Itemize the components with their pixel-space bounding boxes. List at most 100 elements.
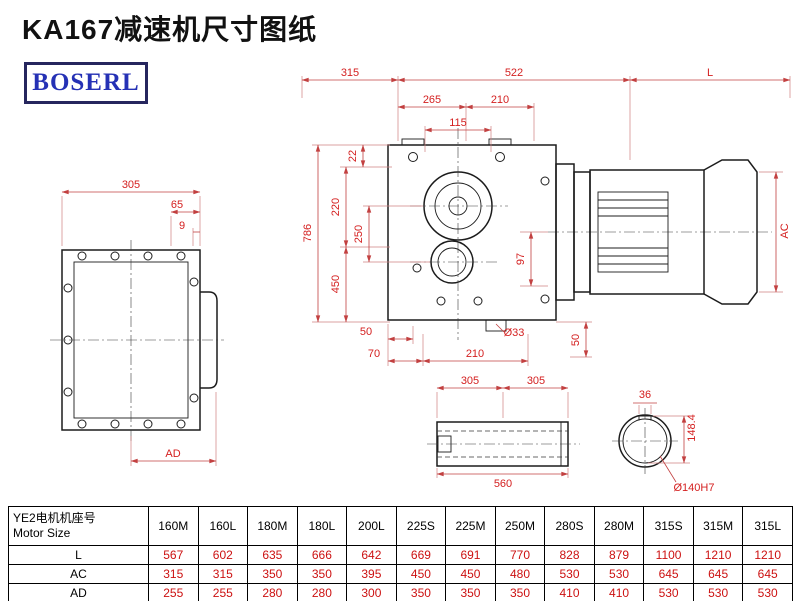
dim-786: 786 bbox=[302, 224, 314, 242]
dimension-value: 669 bbox=[395, 545, 447, 565]
dimension-value: 530 bbox=[593, 564, 645, 584]
dimension-value: 410 bbox=[544, 583, 595, 601]
motor-size-column-header: 315L bbox=[742, 506, 793, 546]
dimension-value: 280 bbox=[296, 583, 348, 601]
dim-265: 265 bbox=[423, 94, 441, 106]
motor-size-header: YE2电机机座号 Motor Size bbox=[8, 506, 149, 546]
page-title: KA167减速机尺寸图纸 bbox=[22, 14, 318, 45]
dimension-value: 1210 bbox=[742, 545, 793, 565]
dimension-value: 280 bbox=[247, 583, 298, 601]
main-view bbox=[387, 128, 772, 340]
dimension-value: 350 bbox=[395, 583, 447, 601]
dim-50-right: 50 bbox=[570, 334, 582, 346]
dim-560: 560 bbox=[494, 478, 512, 490]
motor-size-column-header: 315M bbox=[692, 506, 744, 546]
dim-50-left: 50 bbox=[360, 326, 372, 338]
dim-250: 250 bbox=[353, 225, 365, 243]
dimension-value: 828 bbox=[544, 545, 595, 565]
row-label: AD bbox=[8, 583, 149, 601]
brand-logo-text: BOSERL bbox=[32, 69, 140, 96]
dim-220: 220 bbox=[330, 198, 342, 216]
motor-size-column-header: 280M bbox=[593, 506, 645, 546]
dimension-value: 530 bbox=[643, 583, 694, 601]
dim-L: L bbox=[707, 67, 713, 79]
dim-115: 115 bbox=[449, 117, 467, 129]
row-label: AC bbox=[8, 564, 149, 584]
dimension-value: 530 bbox=[742, 583, 793, 601]
dimension-value: 645 bbox=[692, 564, 744, 584]
dimension-value: 602 bbox=[197, 545, 249, 565]
dimension-value: 645 bbox=[643, 564, 694, 584]
motor-size-column-header: 180M bbox=[247, 506, 298, 546]
motor-size-column-header: 160M bbox=[148, 506, 199, 546]
dim-dia140H7: Ø140H7 bbox=[674, 482, 715, 494]
dimension-value: 300 bbox=[346, 583, 397, 601]
motor-size-column-header: 180L bbox=[296, 506, 348, 546]
dim-210-bottom: 210 bbox=[466, 348, 484, 360]
dimension-value: 691 bbox=[445, 545, 496, 565]
dimension-value: 315 bbox=[197, 564, 249, 584]
dimension-value: 879 bbox=[593, 545, 645, 565]
dim-148-4: 148.4 bbox=[686, 414, 698, 442]
dim-9: 9 bbox=[179, 220, 185, 232]
dim-315: 315 bbox=[341, 67, 359, 79]
dimension-value: 645 bbox=[742, 564, 793, 584]
brand-logo: BOSERL bbox=[24, 62, 148, 104]
dimension-value: 395 bbox=[346, 564, 397, 584]
dim-450: 450 bbox=[330, 275, 342, 293]
dim-AC: AC bbox=[779, 223, 791, 238]
dimension-value: 350 bbox=[296, 564, 348, 584]
dimension-value: 315 bbox=[148, 564, 199, 584]
dim-22: 22 bbox=[347, 150, 359, 162]
dimension-value: 350 bbox=[247, 564, 298, 584]
dim-305-shaft-left: 305 bbox=[461, 375, 479, 387]
dim-305-leftview: 305 bbox=[122, 179, 140, 191]
dimension-value: 350 bbox=[445, 583, 496, 601]
row-label: L bbox=[8, 545, 149, 565]
dimension-value: 530 bbox=[544, 564, 595, 584]
dimension-value: 530 bbox=[692, 583, 744, 601]
dim-AD: AD bbox=[165, 448, 180, 460]
shaft-end-dimensions: 36 148.4 Ø140H7 bbox=[633, 389, 714, 494]
motor-size-column-header: 225M bbox=[445, 506, 496, 546]
dimension-value: 770 bbox=[494, 545, 546, 565]
main-view-dimensions: 315 522 L 265 210 115 22 220 250 450 bbox=[301, 67, 791, 366]
motor-size-header-en: Motor Size bbox=[13, 526, 71, 540]
dimension-value: 410 bbox=[593, 583, 645, 601]
dimension-value: 1100 bbox=[643, 545, 694, 565]
dim-522: 522 bbox=[505, 67, 523, 79]
dimension-value: 666 bbox=[296, 545, 348, 565]
motor-size-column-header: 315S bbox=[643, 506, 694, 546]
shaft-end-view bbox=[612, 408, 678, 474]
motor-size-column-header: 160L bbox=[197, 506, 249, 546]
dimension-value: 480 bbox=[494, 564, 546, 584]
dimension-value: 567 bbox=[148, 545, 199, 565]
dimension-value: 350 bbox=[494, 583, 546, 601]
motor-size-column-header: 280S bbox=[544, 506, 595, 546]
motor-size-column-header: 200L bbox=[346, 506, 397, 546]
left-view-dimensions: 305 65 9 AD bbox=[61, 179, 217, 466]
dimension-value: 450 bbox=[395, 564, 447, 584]
dimension-value: 255 bbox=[197, 583, 249, 601]
motor-size-column-header: 250M bbox=[494, 506, 546, 546]
output-shaft-view bbox=[427, 421, 580, 467]
dim-dia33: Ø33 bbox=[504, 327, 525, 339]
motor-size-column-header: 225S bbox=[395, 506, 447, 546]
output-shaft-dimensions: 305 305 560 bbox=[436, 375, 569, 490]
dim-70: 70 bbox=[368, 348, 380, 360]
dim-97: 97 bbox=[515, 253, 527, 265]
dimension-value: 255 bbox=[148, 583, 199, 601]
dim-210-top: 210 bbox=[491, 94, 509, 106]
dim-36: 36 bbox=[639, 389, 651, 401]
dimension-value: 450 bbox=[445, 564, 496, 584]
dimension-value: 642 bbox=[346, 545, 397, 565]
motor-size-header-cn: YE2电机机座号 bbox=[13, 511, 96, 525]
dimension-value: 635 bbox=[247, 545, 298, 565]
dim-65: 65 bbox=[171, 199, 183, 211]
